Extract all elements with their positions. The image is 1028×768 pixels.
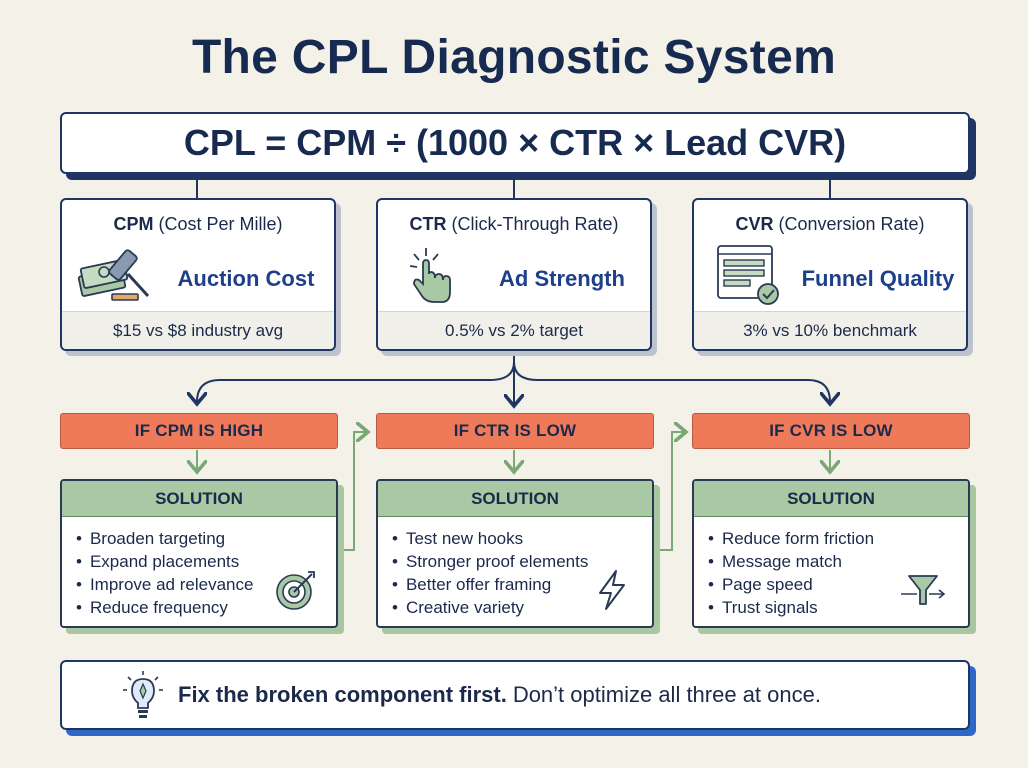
condition-cvr-low: IF CVR IS LOW bbox=[692, 413, 970, 449]
metric-card-cpm: CPM (Cost Per Mille) Auction Cost $15 vs… bbox=[60, 198, 336, 351]
solution-list: Test new hooks Stronger proof elements B… bbox=[378, 517, 652, 619]
metric-heading: CVR (Conversion Rate) bbox=[694, 214, 966, 235]
metric-stat: 3% vs 10% benchmark bbox=[694, 311, 966, 349]
connector-line bbox=[513, 361, 830, 402]
metric-abbr: CPM bbox=[113, 214, 154, 234]
list-item: Improve ad relevance bbox=[76, 573, 336, 596]
metric-full-name: (Conversion Rate) bbox=[778, 214, 925, 234]
list-item: Page speed bbox=[708, 573, 968, 596]
metric-label: Ad Strength bbox=[499, 266, 625, 291]
hand-click-icon bbox=[409, 248, 451, 303]
target-icon bbox=[276, 571, 315, 610]
formula-text: CPL = CPM ÷ (1000 × CTR × Lead CVR) bbox=[183, 122, 847, 163]
connector-line bbox=[343, 432, 366, 551]
metric-card-ctr: CTR (Click-Through Rate) Ad Strength 0.5… bbox=[376, 198, 652, 351]
list-item: Test new hooks bbox=[392, 527, 652, 550]
metric-stat: 0.5% vs 2% target bbox=[378, 311, 650, 349]
money-gavel-icon bbox=[77, 249, 150, 301]
takeaway-strong: Fix the broken component first. bbox=[178, 682, 507, 707]
condition-cpm-high: IF CPM IS HIGH bbox=[60, 413, 338, 449]
metric-heading: CTR (Click-Through Rate) bbox=[378, 214, 650, 235]
lightning-icon bbox=[599, 570, 625, 610]
formula-box: CPL = CPM ÷ (1000 × CTR × Lead CVR) bbox=[60, 112, 970, 174]
list-item: Message match bbox=[708, 550, 968, 573]
metric-stat: $15 vs $8 industry avg bbox=[62, 311, 334, 349]
list-item: Stronger proof elements bbox=[392, 550, 652, 573]
solution-heading: SOLUTION bbox=[62, 481, 336, 517]
metric-label: Auction Cost bbox=[177, 266, 315, 291]
list-item: Creative variety bbox=[392, 596, 652, 619]
list-item: Expand placements bbox=[76, 550, 336, 573]
list-item: Better offer framing bbox=[392, 573, 652, 596]
solution-card-cpm: SOLUTION Broaden targeting Expand placem… bbox=[60, 479, 338, 628]
form-check-icon bbox=[717, 245, 779, 305]
solution-heading: SOLUTION bbox=[378, 481, 652, 517]
solution-card-ctr: SOLUTION Test new hooks Stronger proof e… bbox=[376, 479, 654, 628]
metric-full-name: (Cost Per Mille) bbox=[158, 214, 283, 234]
condition-ctr-low: IF CTR IS LOW bbox=[376, 413, 654, 449]
page-title: The CPL Diagnostic System bbox=[191, 31, 837, 84]
funnel-icon bbox=[901, 575, 946, 605]
metric-abbr: CTR bbox=[409, 214, 447, 234]
connector-line bbox=[197, 361, 515, 402]
lightbulb-icon bbox=[123, 671, 163, 718]
list-item: Broaden targeting bbox=[76, 527, 336, 550]
solution-list: Reduce form friction Message match Page … bbox=[694, 517, 968, 619]
metric-card-cvr: CVR (Conversion Rate) Funnel Quality 3% … bbox=[692, 198, 968, 351]
metric-label: Funnel Quality bbox=[801, 266, 955, 291]
list-item: Reduce form friction bbox=[708, 527, 968, 550]
metric-abbr: CVR bbox=[735, 214, 774, 234]
list-item: Trust signals bbox=[708, 596, 968, 619]
metric-full-name: (Click-Through Rate) bbox=[451, 214, 619, 234]
connector-line bbox=[660, 432, 684, 551]
solution-list: Broaden targeting Expand placements Impr… bbox=[62, 517, 336, 619]
metric-heading: CPM (Cost Per Mille) bbox=[62, 214, 334, 235]
takeaway-text: Don’t optimize all three at once. bbox=[512, 682, 821, 707]
key-takeaway-box: Fix the broken component first. Don’t op… bbox=[60, 660, 970, 730]
list-item: Reduce frequency bbox=[76, 596, 336, 619]
solution-heading: SOLUTION bbox=[694, 481, 968, 517]
solution-card-cvr: SOLUTION Reduce form friction Message ma… bbox=[692, 479, 970, 628]
